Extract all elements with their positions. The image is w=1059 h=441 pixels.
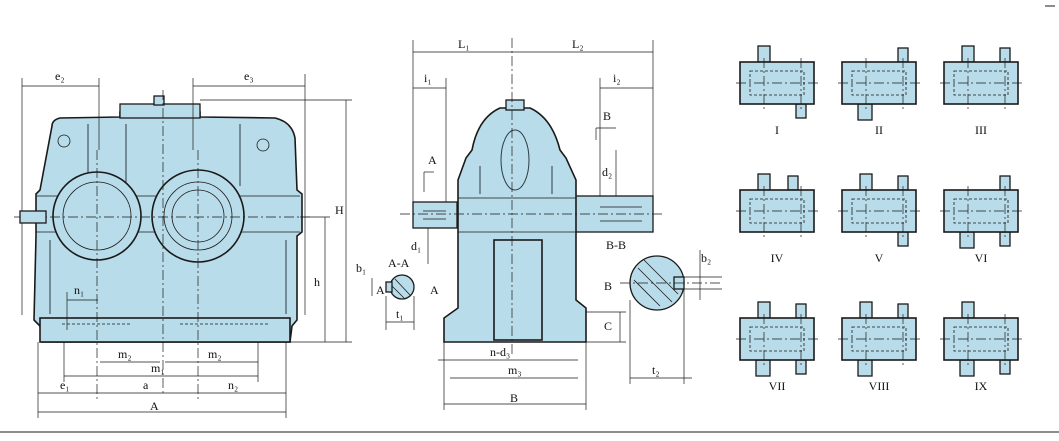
label-m2-right: m₂ [208,347,222,361]
label-a: a [143,378,149,392]
label-m3: m₃ [508,363,522,377]
label-d2: d₂ [602,165,612,179]
assembly-type-label: VII [769,379,786,393]
shaft-stub [897,231,909,247]
shaft-stub [795,103,807,119]
section-aa: A-A b₁ t₁ A A [356,256,439,330]
assembly-type-label: III [975,123,987,137]
shaft-stub [857,103,873,121]
low-speed-shaft [412,201,458,229]
label-e1: e₁ [60,378,70,392]
assembly-type-3: III [940,45,1022,137]
section-aa-key [385,281,393,293]
assembly-type-label: IV [771,251,784,265]
label-B-left: B [604,279,612,293]
assembly-type-4: IV [736,173,818,265]
label-i2: i₂ [613,71,621,85]
label-L1: L₁ [458,37,470,51]
label-h: h [314,275,320,289]
lifting-lug [256,138,270,152]
assembly-type-5: V [838,173,920,265]
shaft-stub [755,359,771,377]
assembly-type-6: VI [940,175,1022,265]
shaft-stub [787,175,799,191]
label-t2: t₂ [652,363,660,377]
assembly-type-9: IX [940,301,1022,393]
label-A-left: A [376,283,385,297]
hatch [391,285,405,299]
shaft-stub [999,231,1011,247]
assembly-type-1: I [736,45,818,137]
label-B-arrow: B [603,109,611,123]
shaft-stub [959,231,975,249]
label-m1: m₁ [151,361,165,375]
side-dimensions: L₁ L₂ i₁ i₂ B A d₂ d₁ n-d₃ [411,37,654,410]
shaft-stub [999,359,1011,375]
label-A-arrow: A [428,153,437,167]
label-n2: n₂ [228,378,238,392]
assembly-type-label: I [775,123,779,137]
label-n1: n₁ [74,283,84,297]
side-view: L₁ L₂ i₁ i₂ B A d₂ d₁ n-d₃ [400,37,665,410]
front-dimensions: e₂ e₃ H h n₁ m₂ m₂ m₁ [21,69,352,418]
top-cover [119,103,201,119]
section-aa-title: A-A [388,256,410,270]
hatch [643,259,679,295]
label-m2-left: m₂ [118,347,132,361]
lifting-lug [57,134,71,148]
section-bb-title: B-B [606,238,626,252]
label-b1: b₁ [356,261,366,275]
assembly-type-2: II [838,47,920,137]
assembly-type-label: IX [975,379,988,393]
label-B-width: B [510,391,518,405]
hatch [637,267,673,303]
hatch [394,278,411,296]
label-t1: t₁ [396,307,404,321]
assembly-type-label: VIII [869,379,890,393]
side-breather [505,99,525,111]
label-d1: d₁ [411,239,421,253]
assembly-type-8: VIII [838,301,920,393]
front-shaft-stub [19,210,47,224]
label-H: H [335,203,344,217]
label-e2: e₂ [55,69,65,83]
breather-plug [153,95,165,106]
shaft-stub [959,359,975,377]
assembly-type-label: II [875,123,883,137]
label-A-right: A [430,283,439,297]
label-nd3: n-d₃ [490,345,510,359]
shaft-stub [857,359,873,377]
label-e3: e₃ [244,69,254,83]
label-A: A [150,399,159,413]
section-bb: B-B b₂ t₂ B [604,238,722,384]
label-b2: b₂ [701,251,711,265]
label-i1: i₁ [424,71,432,85]
assembly-type-label: VI [975,251,988,265]
label-L2: L₂ [572,37,584,51]
front-base [39,317,291,343]
assembly-type-label: V [875,251,884,265]
side-pedestal [493,239,543,341]
shaft-stub [795,359,807,375]
front-view: e₂ e₃ H h n₁ m₂ m₂ m₁ [14,69,352,418]
assembly-type-7: VII [736,301,818,393]
hatch [633,279,661,307]
label-C: C [604,319,612,333]
inner-boss [500,129,530,191]
